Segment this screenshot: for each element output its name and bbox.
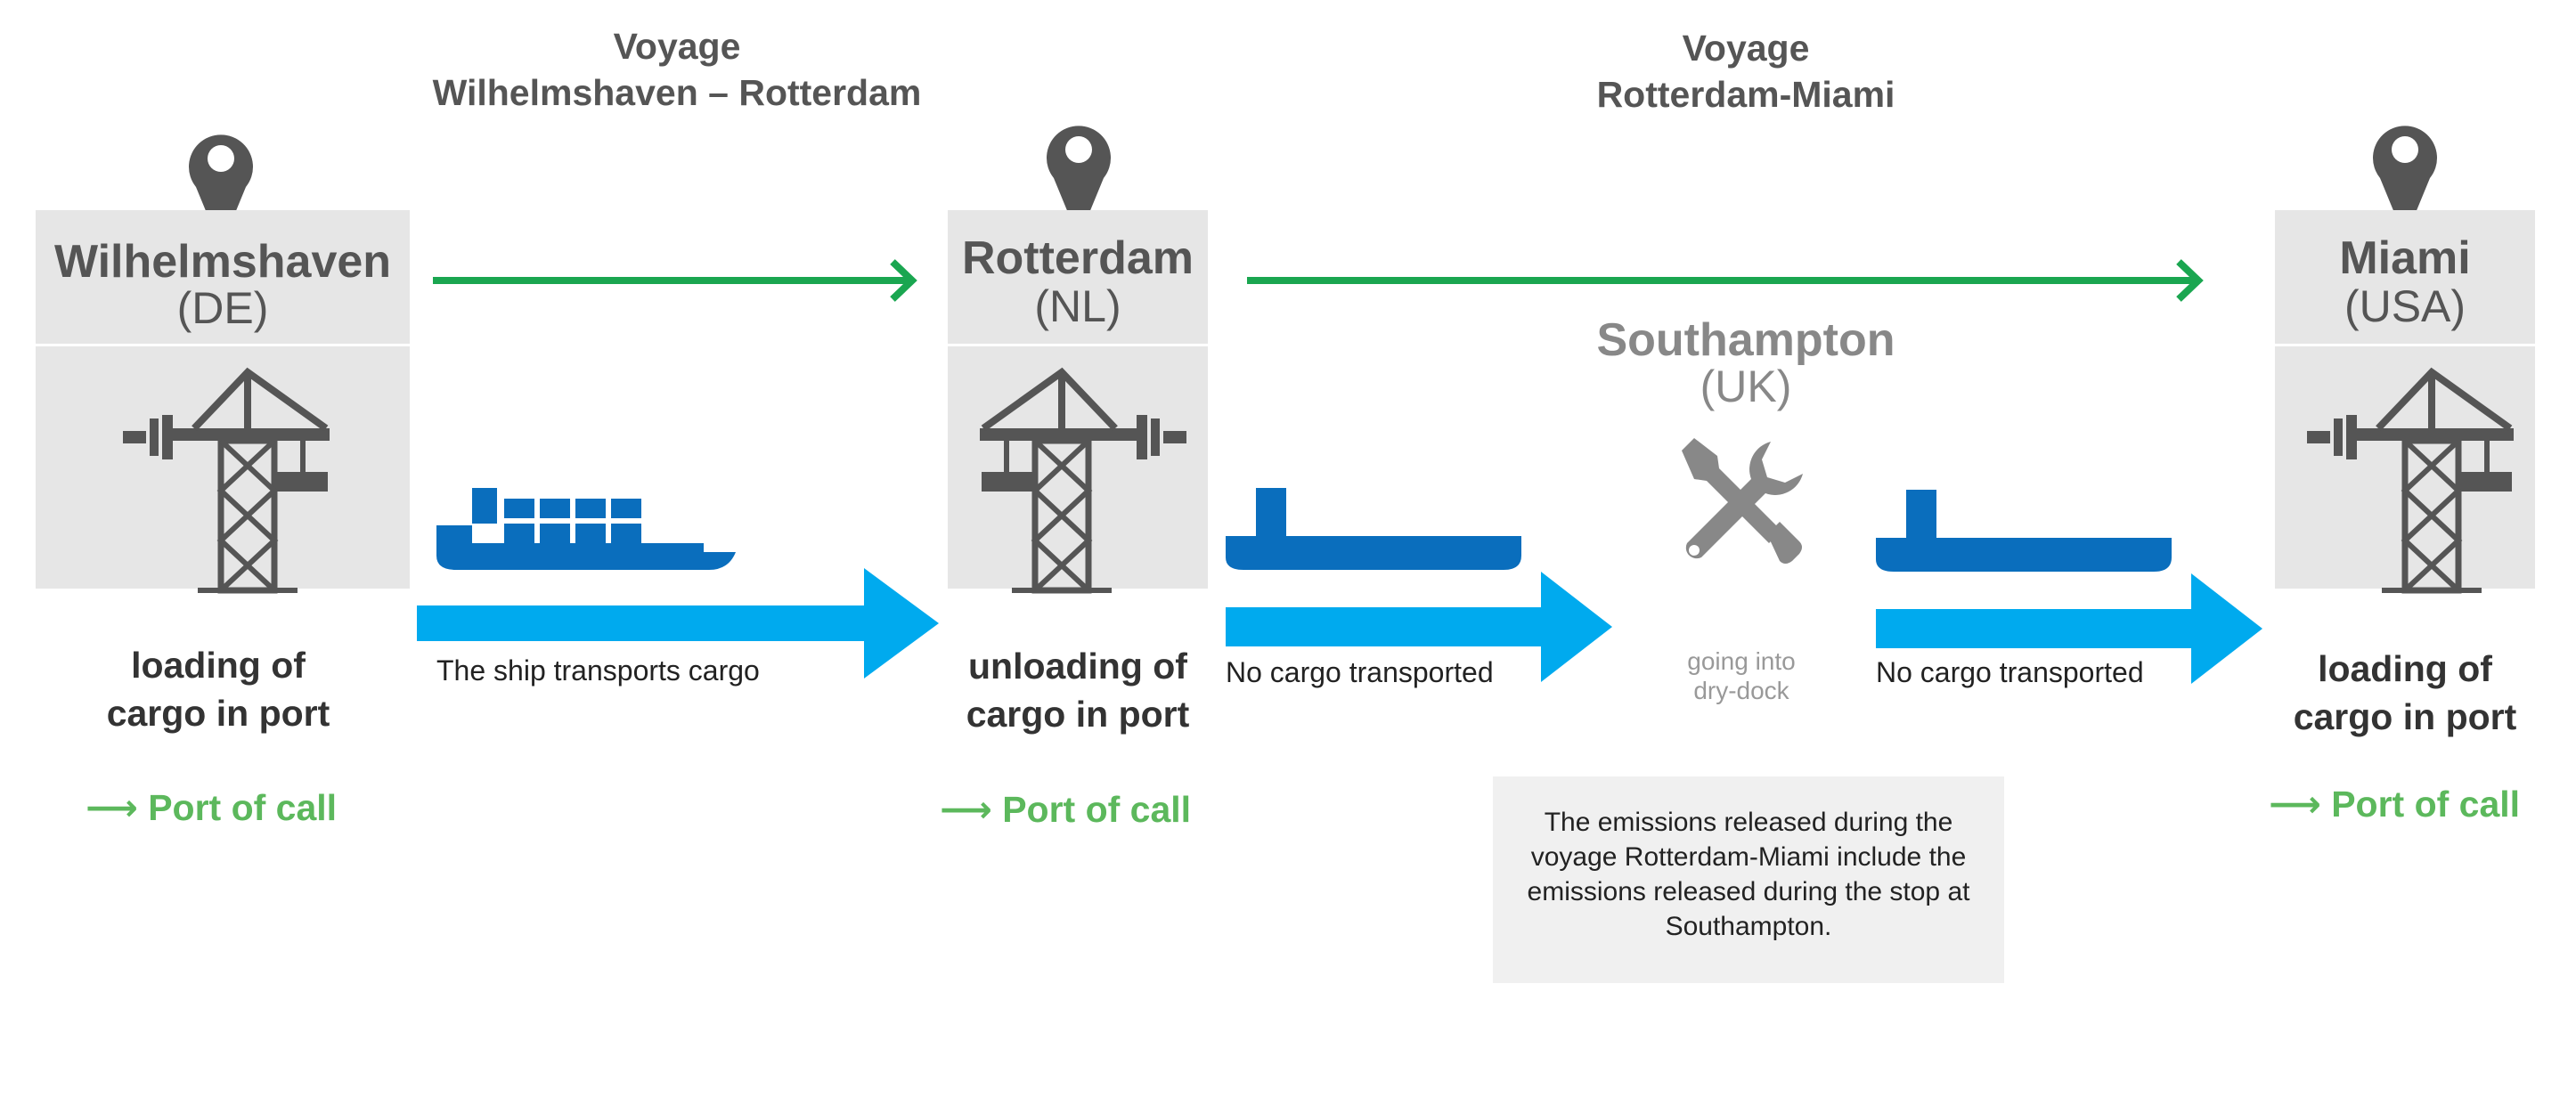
leg-caption-2: No cargo transported xyxy=(1226,656,1494,688)
right-arrow-icon: ⟶ xyxy=(940,789,992,830)
port-of-call-rotterdam: ⟶ Port of call xyxy=(940,787,1191,832)
empty-ship-icon xyxy=(1226,488,1521,570)
port-crane-icon xyxy=(2307,372,2514,595)
port-action-rotterdam: unloading of cargo in port xyxy=(966,646,1190,735)
port-of-call-label: Port of call xyxy=(2331,784,2521,825)
port-country: (USA) xyxy=(2344,281,2466,331)
port-crane-icon xyxy=(123,372,330,595)
port-divider xyxy=(948,344,1208,346)
port-name: Rotterdam xyxy=(961,232,1194,284)
voyage-arrow-1 xyxy=(433,259,917,302)
port-name: Miami xyxy=(2339,232,2471,284)
stop-activity: going into dry-dock xyxy=(1687,647,1796,704)
port-divider xyxy=(2275,344,2535,346)
port-divider xyxy=(36,344,410,346)
port-card-miami: Miami (USA) xyxy=(2275,210,2535,589)
leg-arrow-1 xyxy=(417,568,939,679)
wrench-screwdriver-icon xyxy=(1682,438,1803,564)
port-of-call-wilhelmshaven: ⟶ Port of call xyxy=(86,785,337,830)
stop-country: (UK) xyxy=(1700,362,1792,411)
voyage-label: Voyage xyxy=(1682,28,1810,69)
stop-name: Southampton xyxy=(1596,314,1895,366)
voyage-heading-1: Voyage Wilhelmshaven – Rotterdam xyxy=(392,23,962,116)
leg-caption-3: No cargo transported xyxy=(1876,656,2144,688)
voyage-label: Voyage xyxy=(613,26,741,67)
port-crane-icon xyxy=(980,372,1186,595)
empty-ship-icon xyxy=(1876,490,2172,572)
port-action-miami: loading of cargo in port xyxy=(2293,648,2517,737)
right-arrow-icon: ⟶ xyxy=(2269,784,2321,825)
port-action-wilhelmshaven: loading of cargo in port xyxy=(106,645,330,734)
cargo-ship-icon xyxy=(436,488,736,570)
voyage-arrow-2 xyxy=(1247,259,2204,302)
port-of-call-label: Port of call xyxy=(148,787,338,828)
leg-arrow-3 xyxy=(1876,573,2262,684)
port-card-wilhelmshaven: Wilhelmshaven (DE) xyxy=(36,210,410,589)
port-card-rotterdam: Rotterdam (NL) xyxy=(948,210,1208,589)
port-of-call-miami: ⟶ Port of call xyxy=(2269,782,2520,826)
voyage-heading-2: Voyage Rotterdam-Miami xyxy=(1461,25,2031,118)
leg-arrow-2 xyxy=(1226,572,1612,682)
leg-caption-1: The ship transports cargo xyxy=(436,654,760,687)
port-of-call-label: Port of call xyxy=(1002,789,1192,830)
emissions-note-text: The emissions released during the voyage… xyxy=(1527,808,1970,941)
emissions-note: The emissions released during the voyage… xyxy=(1493,776,2004,983)
voyage-route: Wilhelmshaven – Rotterdam xyxy=(432,72,922,113)
voyage-route: Rotterdam-Miami xyxy=(1596,74,1895,115)
port-country: (DE) xyxy=(176,283,269,333)
port-country: (NL) xyxy=(1034,281,1121,331)
port-name: Wilhelmshaven xyxy=(53,236,392,288)
right-arrow-icon: ⟶ xyxy=(86,787,138,828)
